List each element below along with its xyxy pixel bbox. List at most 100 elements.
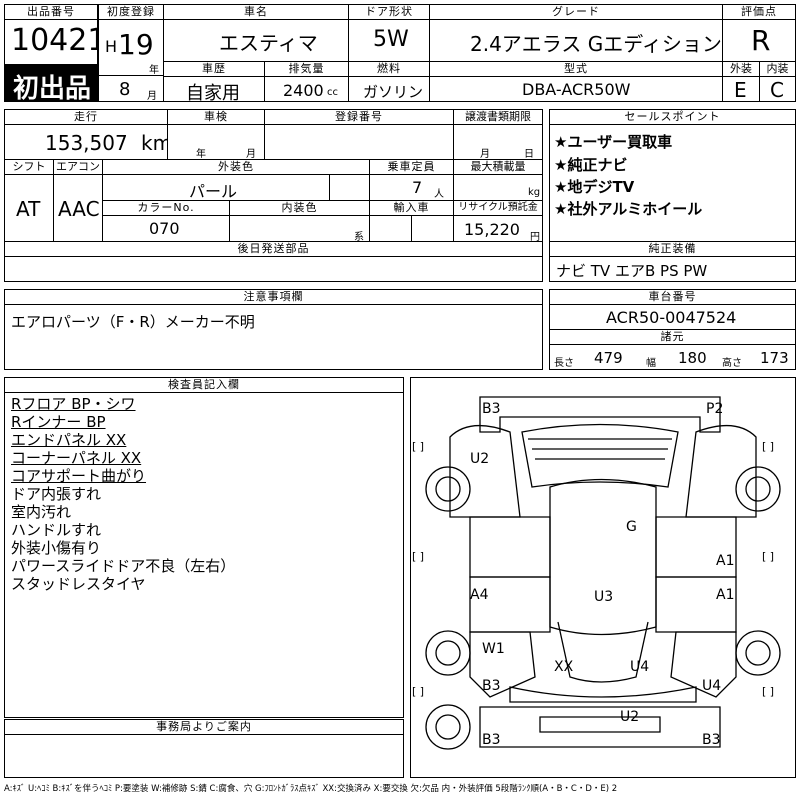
model-code: DBA-ACR50W xyxy=(522,80,631,99)
history-value: 自家用 xyxy=(186,83,240,102)
bracket: [ ] xyxy=(412,550,424,563)
mark-xx: XX xyxy=(554,659,574,675)
mark-u2-l: U2 xyxy=(470,451,489,467)
first-listing-text: 初出品 xyxy=(13,74,92,102)
mark-a1-r1: A1 xyxy=(716,553,734,569)
length-label: 長さ xyxy=(554,358,574,369)
interior-color-unit: 系 xyxy=(354,232,364,242)
mark-a4: A4 xyxy=(470,587,489,603)
inspection-month-unit: 月 xyxy=(246,149,256,160)
fuel-label: 燃料 xyxy=(348,61,430,77)
sales-point-item: ★純正ナビ xyxy=(554,156,628,174)
transfer-cell: 月 日 xyxy=(453,124,543,160)
sales-points-label: セールスポイント xyxy=(549,109,796,125)
aircon-cell: AAC xyxy=(53,174,103,242)
max-load-cell: kg xyxy=(453,174,543,201)
width-value: 180 xyxy=(678,349,707,367)
inspector-line: Rフロア BP・シワ xyxy=(11,395,136,413)
bracket: [ ] xyxy=(762,440,774,453)
bracket: [ ] xyxy=(412,685,424,698)
mark-b3-b: B3 xyxy=(482,732,501,748)
score-value: R xyxy=(751,24,771,57)
mark-a1-r2: A1 xyxy=(716,587,734,603)
later-parts-cell xyxy=(4,256,543,282)
specs-cell: 長さ 479 幅 180 高さ 173 xyxy=(549,344,796,370)
inspector-label: 検査員記入欄 xyxy=(4,377,404,393)
bracket: [ ] xyxy=(412,440,424,453)
color-no-label: カラーNo. xyxy=(102,200,230,216)
inspection-label: 車検 xyxy=(167,109,265,125)
inspector-line: エンドパネル XX xyxy=(11,431,127,449)
legend: A:ｷｽﾞ U:ﾍｺﾐ B:ｷｽﾞを伴うﾍｺﾐ P:要塗装 W:補修跡 S:錆 … xyxy=(4,784,618,794)
recycle-unit: 円 xyxy=(530,232,540,242)
height-label: 高さ xyxy=(722,358,742,369)
equipment-label: 純正装備 xyxy=(549,241,796,257)
lot-cell: 10421 xyxy=(4,19,98,65)
capacity-label: 乗車定員 xyxy=(369,159,454,175)
int-score: C xyxy=(770,78,784,102)
model-code-cell: DBA-ACR50W xyxy=(429,76,723,102)
later-parts-label: 後日発送部品 xyxy=(4,241,543,257)
mark-g: G xyxy=(626,519,637,535)
inspector-line: コーナーパネル XX xyxy=(11,449,142,467)
capacity-value: 7 xyxy=(412,178,423,197)
mark-u4-r: U4 xyxy=(702,678,721,694)
chassis-value: ACR50-0047524 xyxy=(606,308,737,327)
transfer-day-unit: 日 xyxy=(524,149,534,160)
car-name-label: 車名 xyxy=(163,4,349,20)
grade-value: 2.4アエラス Gエディション xyxy=(470,32,722,56)
length-value: 479 xyxy=(594,349,623,367)
lot-label: 出品番号 xyxy=(4,4,98,20)
sales-point-item: ★ユーザー買取車 xyxy=(554,133,673,151)
shift-label: シフト xyxy=(4,159,54,175)
color-no-cell: 070 xyxy=(102,215,230,242)
first-reg-label: 初度登録 xyxy=(98,4,164,20)
inspector-line: パワースライドドア不良（左右） xyxy=(11,557,236,575)
transfer-month-unit: 月 xyxy=(480,149,490,160)
mileage-label: 走行 xyxy=(4,109,168,125)
transfer-label: 譲渡書類期限 xyxy=(453,109,543,125)
inspector-line: ハンドルすれ xyxy=(11,521,102,539)
int-score-label: 内装 xyxy=(759,61,796,77)
lot-number: 10421 xyxy=(11,23,98,58)
inspector-cell: Rフロア BP・シワ Rインナー BP エンドパネル XX コーナーパネル XX… xyxy=(4,392,404,718)
ext-score-cell: E xyxy=(722,76,760,102)
reg-month: 8 xyxy=(119,79,131,100)
int-score-cell: C xyxy=(759,76,796,102)
office-cell xyxy=(4,734,404,778)
aircon-label: エアコン xyxy=(53,159,103,175)
inspector-line: 室内汚れ xyxy=(11,503,72,521)
inspector-line: ドア内張すれ xyxy=(11,485,102,503)
recycle-label: リサイクル預託金 xyxy=(453,200,543,216)
history-label: 車歴 xyxy=(163,61,265,77)
import-cell xyxy=(369,215,412,242)
capacity-unit: 人 xyxy=(434,189,444,200)
exterior-color-label: 外装色 xyxy=(102,159,370,175)
displacement-cell: 2400 cc xyxy=(264,76,349,102)
import-cell-2 xyxy=(411,215,454,242)
first-reg-month-cell: 8 月 xyxy=(98,75,164,102)
office-label: 事務局よりご案内 xyxy=(4,719,404,735)
grade-cell: 2.4アエラス Gエディション xyxy=(429,19,723,62)
color-no-value: 070 xyxy=(149,219,180,238)
import-label: 輸入車 xyxy=(369,200,454,216)
exterior-color-cell: パール xyxy=(102,174,330,201)
notes-label: 注意事項欄 xyxy=(4,289,543,305)
inspector-line: Rインナー BP xyxy=(11,413,106,431)
inspector-line: コアサポート曲がり xyxy=(11,467,147,485)
max-load-label: 最大積載量 xyxy=(453,159,543,175)
shift-value: AT xyxy=(16,197,41,221)
interior-color-label: 内装色 xyxy=(229,200,370,216)
car-name: エスティマ xyxy=(219,31,318,55)
displacement-value: 2400 xyxy=(283,81,324,100)
month-unit: 月 xyxy=(147,91,157,102)
score-label: 評価点 xyxy=(722,4,796,20)
sales-points-cell: ★ユーザー買取車 ★純正ナビ ★地デジTV ★社外アルミホイール xyxy=(549,124,796,242)
door-label: ドア形状 xyxy=(348,4,430,20)
ext-score-label: 外装 xyxy=(722,61,760,77)
mark-u3: U3 xyxy=(594,589,613,605)
year-unit: 年 xyxy=(149,65,159,76)
equipment-cell: ナビ TV エアB PS PW xyxy=(549,256,796,282)
ext-score: E xyxy=(734,78,747,102)
mark-w1: W1 xyxy=(482,641,505,657)
